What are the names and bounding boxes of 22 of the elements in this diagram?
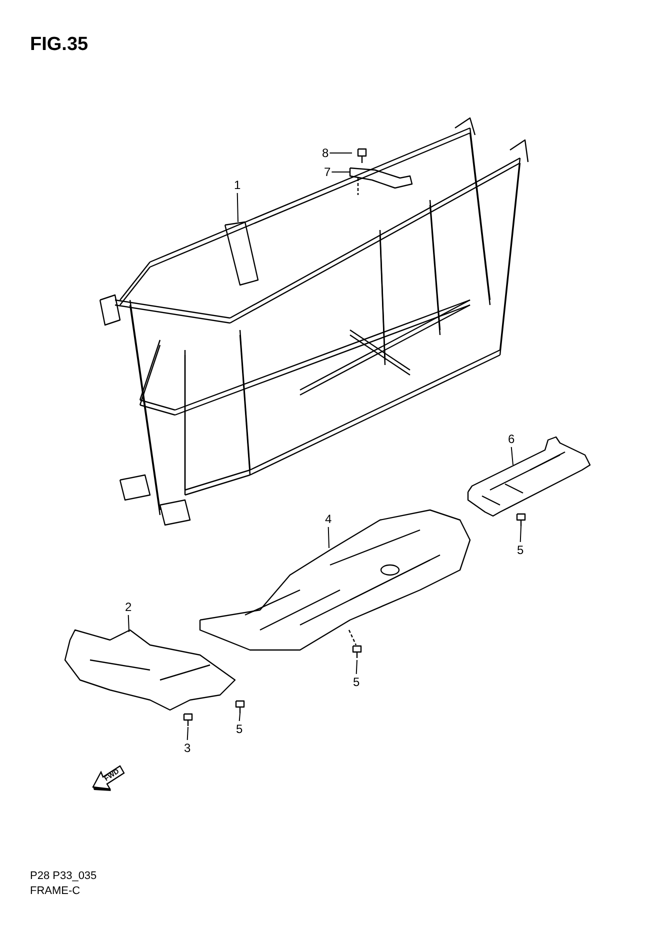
leader-line [238, 712, 240, 722]
callout-number: 3 [184, 741, 191, 755]
leader-line [510, 446, 514, 466]
callout-number: 2 [125, 600, 132, 614]
leader-line [236, 192, 238, 222]
leader-line [186, 726, 188, 740]
leader-line [520, 526, 522, 542]
callout-number: 5 [517, 543, 524, 557]
callout-number: 7 [324, 165, 331, 179]
callout-number: 8 [322, 146, 329, 160]
callout-number: 4 [325, 512, 332, 526]
callout-number: 5 [236, 722, 243, 736]
part-reference: P28 P33_035 [30, 870, 97, 882]
callout-number: 5 [353, 675, 360, 689]
figure-title: FIG.35 [30, 34, 88, 56]
leader-line [128, 614, 130, 632]
leader-line [328, 526, 330, 548]
callout-number: 6 [508, 432, 515, 446]
callout-number: 1 [234, 178, 241, 192]
leader-line [329, 152, 352, 154]
leader-line [356, 660, 358, 674]
part-name: FRAME-C [30, 885, 80, 897]
